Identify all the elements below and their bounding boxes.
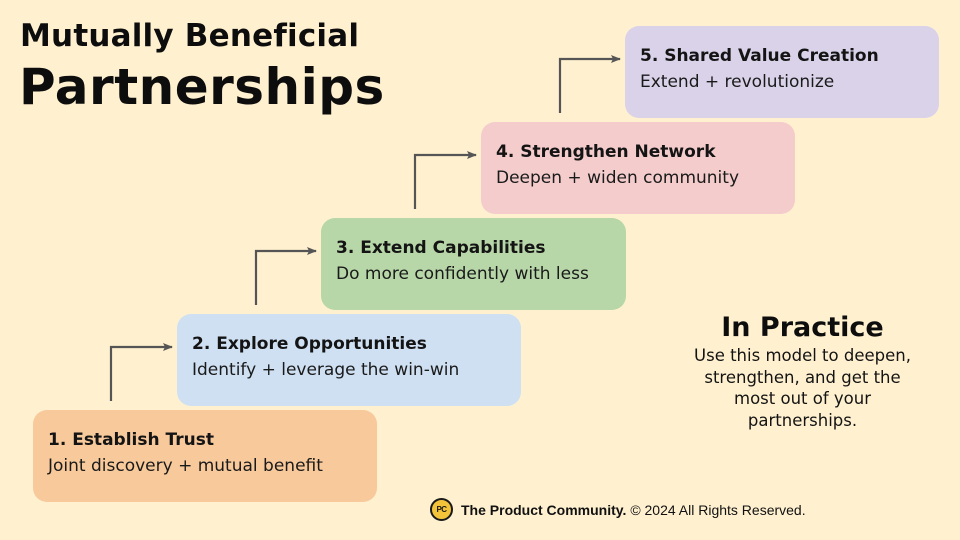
step-5-shared-value-creation: 5. Shared Value Creation Extend + revolu…: [625, 26, 939, 118]
step-1-establish-trust: 1. Establish Trust Joint discovery + mut…: [33, 410, 377, 502]
in-practice-body: Use this model to deepen, strengthen, an…: [694, 346, 911, 430]
step-subtitle: Identify + leverage the win-win: [192, 360, 460, 380]
step-title: 2. Explore Opportunities: [192, 334, 427, 354]
step-subtitle: Do more confidently with less: [336, 264, 589, 284]
title-line-1: Mutually Beneficial: [20, 18, 360, 54]
footer-text: The Product Community. © 2024 All Rights…: [461, 502, 806, 518]
arrow-2-to-3: [254, 247, 317, 305]
step-title: 3. Extend Capabilities: [336, 238, 546, 258]
product-community-logo-icon: PC: [430, 498, 453, 521]
step-subtitle: Joint discovery + mutual benefit: [48, 456, 323, 476]
in-practice-panel: In Practice Use this model to deepen, st…: [690, 312, 915, 431]
arrow-3-to-4: [413, 151, 477, 209]
step-2-explore-opportunities: 2. Explore Opportunities Identify + leve…: [177, 314, 521, 406]
title-line-2: Partnerships: [19, 58, 385, 116]
step-subtitle: Deepen + widen community: [496, 168, 740, 188]
step-4-strengthen-network: 4. Strengthen Network Deepen + widen com…: [481, 122, 795, 214]
footer-copyright: © 2024 All Rights Reserved.: [630, 501, 806, 518]
step-subtitle: Extend + revolutionize: [640, 72, 835, 92]
step-title: 1. Establish Trust: [48, 430, 214, 450]
in-practice-heading: In Practice: [721, 312, 884, 343]
step-title: 4. Strengthen Network: [496, 142, 716, 162]
step-3-extend-capabilities: 3. Extend Capabilities Do more confident…: [321, 218, 626, 310]
step-title: 5. Shared Value Creation: [640, 46, 879, 66]
arrow-4-to-5: [558, 55, 621, 113]
footer: PC The Product Community. © 2024 All Rig…: [430, 498, 806, 521]
footer-brand: The Product Community.: [461, 501, 627, 518]
arrow-1-to-2: [109, 343, 173, 401]
